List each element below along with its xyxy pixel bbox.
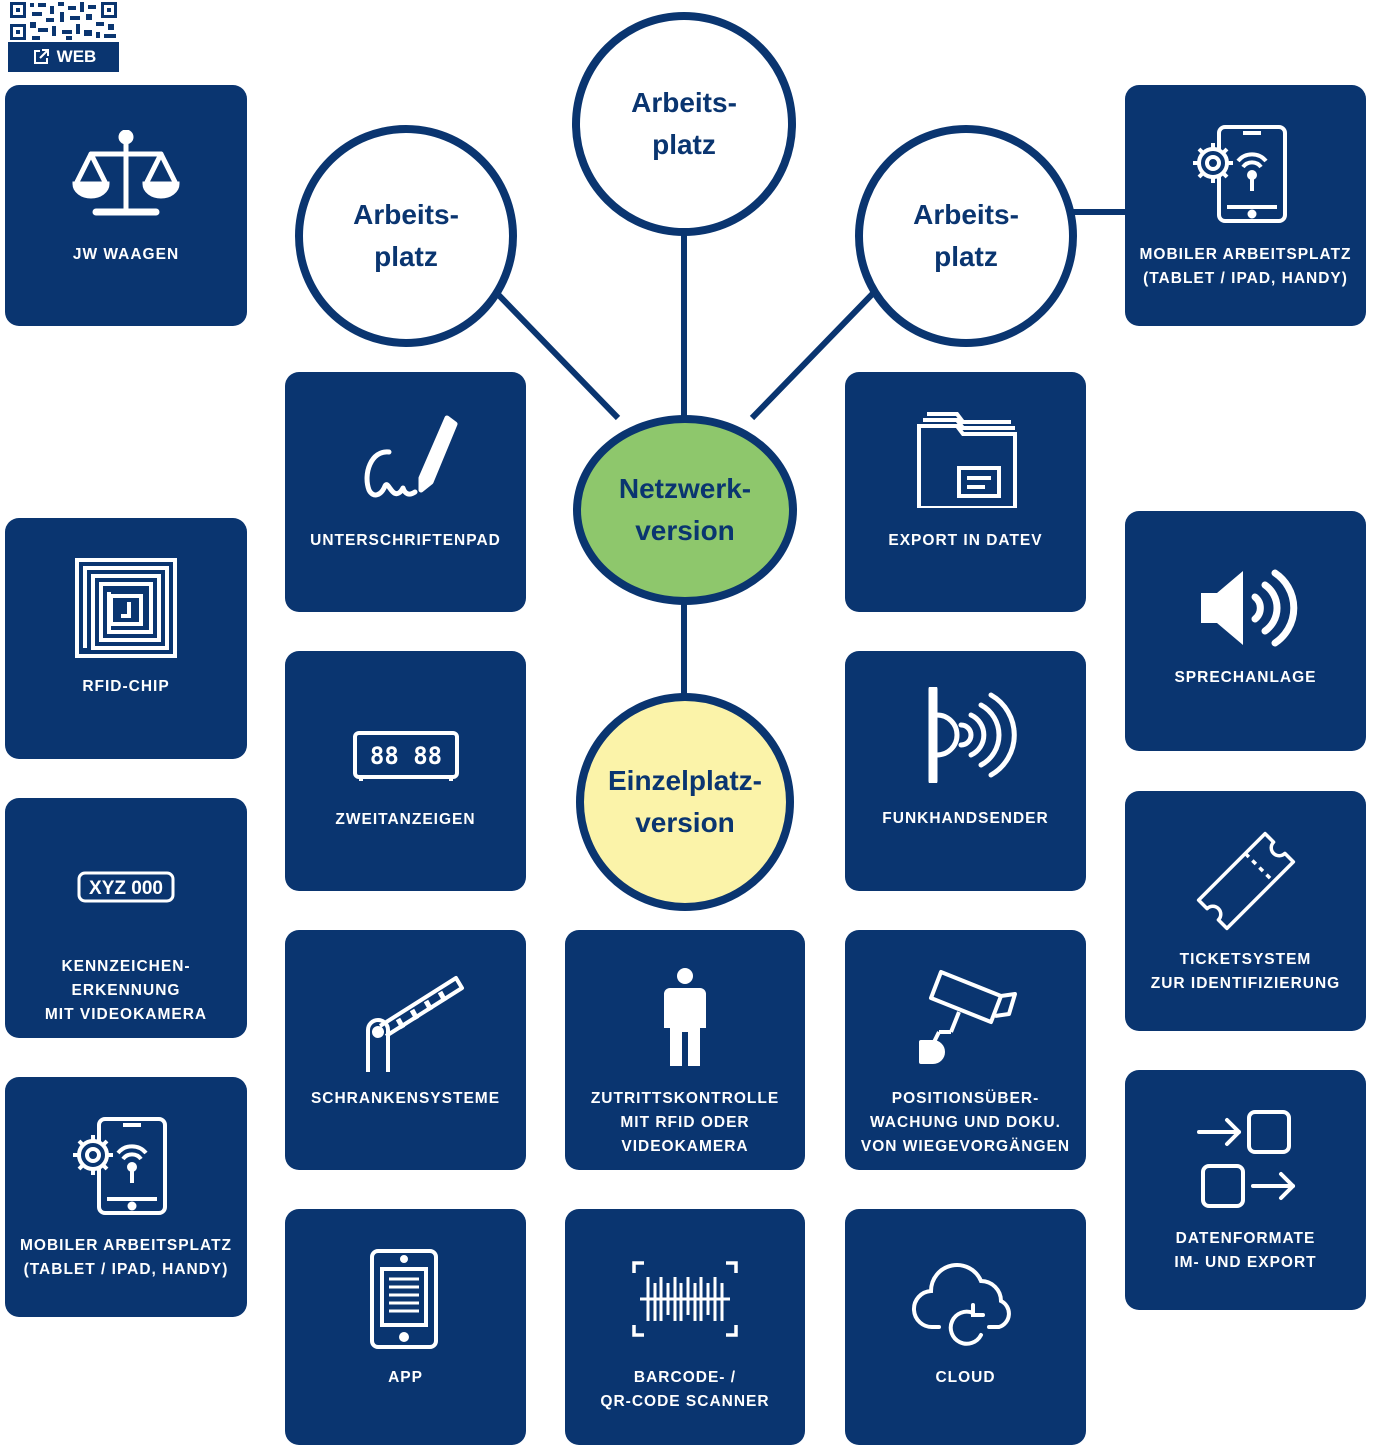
single-version-circle: Einzelplatz- version: [576, 693, 794, 911]
tile-schrankensysteme: SCHRANKENSYSTEME: [285, 930, 526, 1170]
display-digits: 88 88: [369, 742, 441, 770]
speaker-icon: [1200, 569, 1297, 647]
tile-rfid-chip: RFID-CHIP: [5, 518, 247, 759]
tile-label: CLOUD: [935, 1369, 996, 1386]
workstation-left-label: Arbeits- platz: [353, 199, 459, 272]
single-version-label: Einzelplatz- version: [607, 765, 762, 838]
barcode-icon: [632, 1261, 738, 1337]
workstation-circle-right: Arbeits- platz: [855, 125, 1077, 347]
tile-label: EXPORT IN DATEV: [888, 532, 1043, 549]
workstation-top-label: Arbeits- platz: [631, 87, 737, 160]
tile-label: SCHRANKENSYSTEME: [310, 1090, 501, 1107]
tile-zutrittskontrolle: ZUTRITTSKONTROLLE MIT RFID ODER VIDEOKAM…: [565, 930, 805, 1170]
tile-positionsueberwachung: POSITIONSÜBER- WACHUNG UND DOKU. VON WIE…: [845, 930, 1086, 1170]
tile-label: JW WAAGEN: [72, 246, 180, 263]
external-link-icon: [33, 49, 49, 64]
tile-cloud: CLOUD: [845, 1209, 1086, 1445]
tablet-gear-icon: [73, 1117, 167, 1215]
workstation-circle-top: Arbeits- platz: [572, 12, 796, 236]
qr-code-icon: [8, 0, 119, 42]
tile-mobile-workstation-top: MOBILER ARBEITSPLATZ (TABLET / IPAD, HAN…: [1125, 85, 1366, 326]
tile-label: MOBILER ARBEITSPLATZ (TABLET / IPAD, HAN…: [19, 1237, 233, 1278]
tile-label: SPRECHANLAGE: [1174, 669, 1317, 686]
scale-icon: [72, 130, 180, 216]
tile-label: BARCODE- / QR-CODE SCANNER: [600, 1369, 770, 1410]
plate-text: XYZ 000: [89, 878, 163, 899]
tile-label: KENNZEICHEN- ERKENNUNG MIT VIDEOKAMERA: [44, 958, 208, 1023]
workstation-circle-left: Arbeits- platz: [295, 125, 517, 347]
tile-export-datev: EXPORT IN DATEV: [845, 372, 1086, 612]
tile-datenformate: DATENFORMATE IM- UND EXPORT: [1125, 1070, 1366, 1310]
tile-unterschriftenpad: UNTERSCHRIFTENPAD: [285, 372, 526, 612]
tile-label: RFID-CHIP: [82, 678, 170, 695]
radio-transmitter-icon: [928, 687, 1017, 783]
tile-jw-waagen: JW WAAGEN: [5, 85, 247, 326]
tile-label: FUNKHANDSENDER: [882, 810, 1049, 827]
web-link-label-row[interactable]: WEB: [8, 42, 119, 72]
cloud-icon: [911, 1263, 1011, 1346]
tile-label: APP: [388, 1369, 423, 1386]
network-version-circle: Netzwerk- version: [573, 415, 797, 605]
camera-icon: [918, 970, 1017, 1064]
tablet-app-icon: [369, 1249, 438, 1349]
rfid-chip-icon: [75, 558, 177, 658]
tile-label: TICKETSYSTEM ZUR IDENTIFIZIERUNG: [1150, 951, 1341, 992]
tile-label: UNTERSCHRIFTENPAD: [310, 532, 501, 549]
data-exchange-icon: [1196, 1110, 1295, 1208]
tile-label: ZWEITANZEIGEN: [335, 811, 476, 828]
network-version-label: Netzwerk- version: [618, 473, 752, 546]
web-label: WEB: [56, 47, 97, 66]
person-icon: [664, 968, 706, 1066]
tile-zweitanzeigen: 88 88 ZWEITANZEIGEN: [285, 651, 526, 891]
tile-sprechanlage: SPRECHANLAGE: [1125, 511, 1366, 751]
tile-label: DATENFORMATE IM- UND EXPORT: [1174, 1230, 1317, 1271]
tile-label: ZUTRITTSKONTROLLE MIT RFID ODER VIDEOKAM…: [590, 1090, 780, 1155]
tablet-gear-icon: [1192, 125, 1287, 223]
workstation-right-label: Arbeits- platz: [913, 199, 1019, 272]
folder-icon: [916, 412, 1017, 508]
tile-app: APP: [285, 1209, 526, 1445]
tile-kennzeichen: XYZ 000 KENNZEICHEN- ERKENNUNG MIT VIDEO…: [5, 798, 247, 1038]
tile-mobile-workstation-bottom: MOBILER ARBEITSPLATZ (TABLET / IPAD, HAN…: [5, 1077, 247, 1317]
license-plate-icon: XYZ 000: [77, 871, 175, 903]
display-icon: 88 88: [352, 731, 459, 781]
tile-label: POSITIONSÜBER- WACHUNG UND DOKU. VON WIE…: [860, 1090, 1071, 1155]
tile-label: MOBILER ARBEITSPLATZ (TABLET / IPAD, HAN…: [1139, 246, 1352, 287]
barrier-icon: [365, 976, 464, 1072]
qr-code-web-link[interactable]: WEB: [8, 0, 119, 72]
tile-ticketsystem: TICKETSYSTEM ZUR IDENTIFIZIERUNG: [1125, 791, 1366, 1031]
signature-pen-icon: [364, 415, 457, 498]
tile-barcode: BARCODE- / QR-CODE SCANNER: [565, 1209, 805, 1445]
ticket-icon: [1196, 831, 1295, 931]
tile-funkhandsender: FUNKHANDSENDER: [845, 651, 1086, 891]
